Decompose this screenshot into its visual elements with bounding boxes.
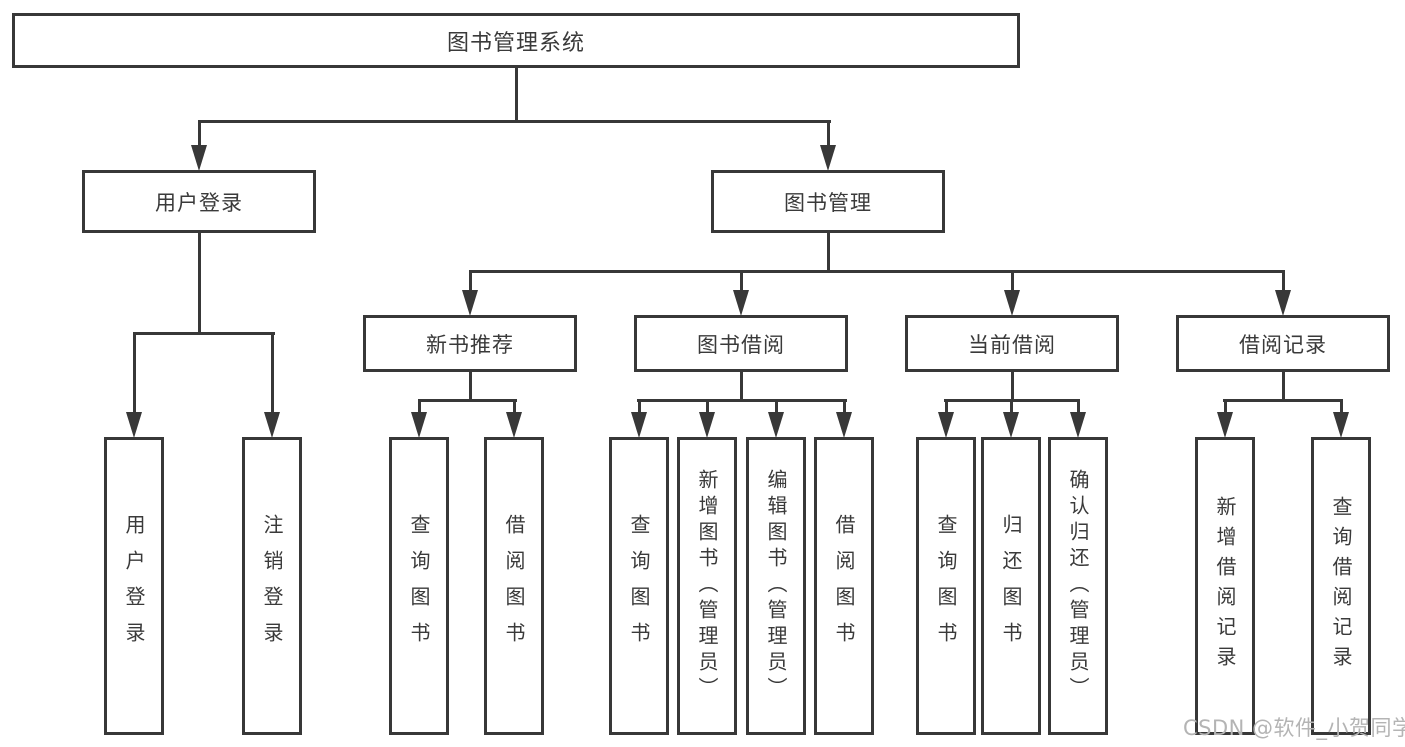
- node-book-management: 图书管理: [711, 170, 945, 233]
- leaf-borrow-books-recommend-label: 借阅图书: [502, 514, 526, 658]
- arrowhead-down-icon: [733, 290, 749, 316]
- arrowhead-down-icon: [938, 412, 954, 438]
- leaf-borrow-books-recommend: 借阅图书: [484, 437, 544, 735]
- node-new-book-recommend: 新书推荐: [363, 315, 577, 372]
- arrowhead-down-icon: [631, 412, 647, 438]
- connector-line: [740, 372, 743, 402]
- arrowhead-down-icon: [836, 412, 852, 438]
- leaf-edit-books-admin: 编辑图书（管理员）: [746, 437, 806, 735]
- leaf-confirm-return-admin-label: 确认归还（管理员）: [1066, 469, 1090, 703]
- node-current-borrowing: 当前借阅: [905, 315, 1119, 372]
- arrowhead-down-icon: [1070, 412, 1086, 438]
- connector-line: [469, 372, 472, 402]
- arrowhead-down-icon: [1004, 290, 1020, 316]
- connector-line: [1282, 270, 1285, 292]
- arrowhead-down-icon: [462, 290, 478, 316]
- connector-line: [1011, 372, 1014, 402]
- arrowhead-down-icon: [768, 412, 784, 438]
- node-user-login-label: 用户登录: [155, 190, 243, 215]
- leaf-logout-label: 注销登录: [260, 514, 284, 658]
- leaf-query-books-recommend: 查询图书: [389, 437, 449, 735]
- connector-line: [418, 399, 517, 402]
- leaf-query-borrow-record-label: 查询借阅记录: [1329, 496, 1353, 676]
- leaf-add-borrow-record: 新增借阅记录: [1195, 437, 1255, 735]
- arrowhead-down-icon: [411, 412, 427, 438]
- leaf-add-books-admin-label: 新增图书（管理员）: [695, 469, 719, 703]
- node-new-book-recommend-label: 新书推荐: [426, 332, 514, 357]
- connector-line: [1223, 399, 1343, 402]
- connector-line: [418, 399, 421, 414]
- node-current-borrowing-label: 当前借阅: [968, 332, 1056, 357]
- arrowhead-down-icon: [1217, 412, 1233, 438]
- connector-line: [469, 270, 1285, 273]
- leaf-borrow-books-borrowing-label: 借阅图书: [832, 514, 856, 658]
- connector-line: [1282, 372, 1285, 402]
- connector-line: [775, 399, 778, 414]
- leaf-return-books-label: 归还图书: [999, 514, 1023, 658]
- connector-line: [1340, 399, 1343, 414]
- connector-line: [198, 120, 831, 123]
- arrowhead-down-icon: [820, 145, 836, 171]
- leaf-query-books-borrowing: 查询图书: [609, 437, 669, 735]
- connector-line: [515, 68, 518, 123]
- connector-line: [513, 399, 516, 414]
- node-user-login: 用户登录: [82, 170, 316, 233]
- connector-line: [469, 270, 472, 292]
- connector-line: [827, 120, 830, 146]
- leaf-query-books-current: 查询图书: [916, 437, 976, 735]
- connector-line: [271, 332, 274, 414]
- connector-line: [1011, 270, 1014, 292]
- node-root: 图书管理系统: [12, 13, 1020, 68]
- connector-line: [843, 399, 846, 414]
- leaf-return-books: 归还图书: [981, 437, 1041, 735]
- connector-line: [198, 233, 201, 335]
- leaf-logout: 注销登录: [242, 437, 302, 735]
- leaf-query-borrow-record: 查询借阅记录: [1311, 437, 1371, 735]
- arrowhead-down-icon: [126, 412, 142, 438]
- leaf-confirm-return-admin: 确认归还（管理员）: [1048, 437, 1108, 735]
- connector-line: [1224, 399, 1227, 414]
- csdn-watermark: CSDN @软件_小贺同学: [1183, 716, 1405, 740]
- leaf-add-books-admin: 新增图书（管理员）: [677, 437, 737, 735]
- arrowhead-down-icon: [1275, 290, 1291, 316]
- leaf-user-login: 用户登录: [104, 437, 164, 735]
- connector-line: [198, 120, 201, 146]
- arrowhead-down-icon: [264, 412, 280, 438]
- connector-line: [133, 332, 275, 335]
- node-book-borrowing: 图书借阅: [634, 315, 848, 372]
- arrowhead-down-icon: [1333, 412, 1349, 438]
- connector-line: [1010, 399, 1013, 414]
- connector-line: [637, 399, 847, 402]
- node-book-borrowing-label: 图书借阅: [697, 332, 785, 357]
- connector-line: [1077, 399, 1080, 414]
- leaf-query-books-borrowing-label: 查询图书: [627, 514, 651, 658]
- connector-line: [638, 399, 641, 414]
- leaf-edit-books-admin-label: 编辑图书（管理员）: [764, 469, 788, 703]
- node-root-label: 图书管理系统: [446, 30, 585, 56]
- connector-line: [945, 399, 948, 414]
- leaf-add-borrow-record-label: 新增借阅记录: [1213, 496, 1237, 676]
- leaf-user-login-label: 用户登录: [122, 514, 146, 658]
- arrowhead-down-icon: [506, 412, 522, 438]
- arrowhead-down-icon: [1003, 412, 1019, 438]
- node-borrowing-records-label: 借阅记录: [1239, 332, 1327, 357]
- connector-line: [133, 332, 136, 414]
- node-book-management-label: 图书管理: [784, 190, 872, 215]
- connector-line: [827, 233, 830, 273]
- connector-line: [740, 270, 743, 292]
- leaf-query-books-recommend-label: 查询图书: [407, 514, 431, 658]
- leaf-borrow-books-borrowing: 借阅图书: [814, 437, 874, 735]
- node-borrowing-records: 借阅记录: [1176, 315, 1390, 372]
- arrowhead-down-icon: [191, 145, 207, 171]
- connector-line: [706, 399, 709, 414]
- arrowhead-down-icon: [699, 412, 715, 438]
- leaf-query-books-current-label: 查询图书: [934, 514, 958, 658]
